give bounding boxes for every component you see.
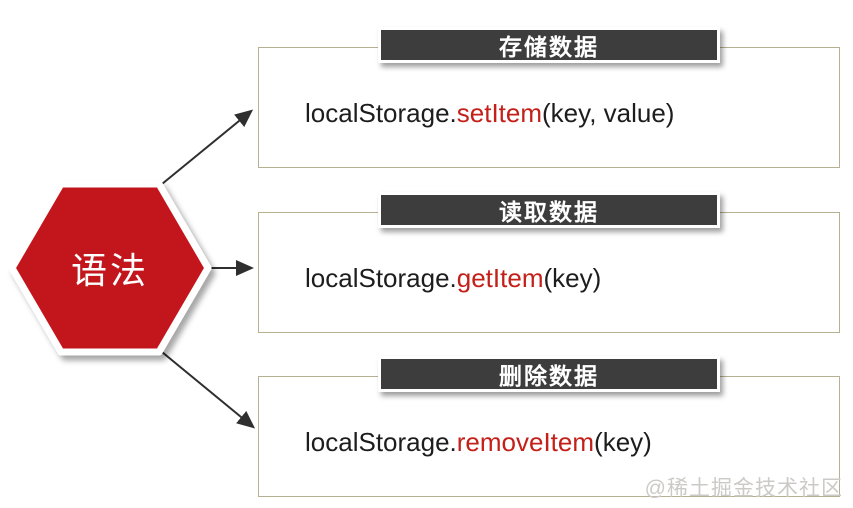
store-data-code: localStorage.setItem(key, value) — [305, 98, 674, 129]
read-data-code: localStorage.getItem(key) — [305, 263, 601, 294]
arrow-to-remove-box — [161, 351, 256, 429]
remove-data-code: localStorage.removeItem(key) — [305, 427, 652, 458]
store-data-box-title: 存储数据 — [378, 27, 720, 63]
code-object-text: localStorage. — [305, 427, 457, 457]
code-object-text: localStorage. — [305, 98, 457, 128]
code-method-text: setItem — [456, 98, 543, 128]
code-method-text: getItem — [456, 263, 544, 293]
code-method-text: removeItem — [456, 427, 595, 457]
code-args-text: (key) — [594, 427, 652, 457]
read-data-box-title: 读取数据 — [378, 192, 720, 228]
arrow-to-store-box — [161, 109, 254, 185]
code-args-text: (key, value) — [542, 98, 675, 128]
store-data-box: 存储数据 localStorage.setItem(key, value) — [258, 27, 840, 168]
remove-data-box: 删除数据 localStorage.removeItem(key) — [258, 356, 840, 497]
hexagon-label: 语法 — [70, 250, 149, 291]
read-data-box: 读取数据 localStorage.getItem(key) — [258, 192, 840, 333]
hexagon-shape — [8, 180, 212, 356]
code-object-text: localStorage. — [305, 263, 457, 293]
code-args-text: (key) — [543, 263, 602, 293]
remove-data-box-title: 删除数据 — [378, 356, 720, 392]
watermark: @稀土掘金技术社区 — [644, 477, 843, 500]
